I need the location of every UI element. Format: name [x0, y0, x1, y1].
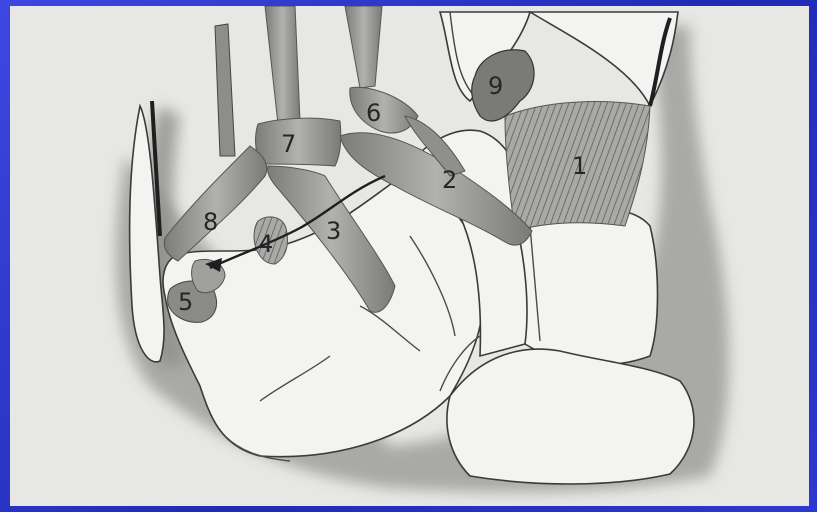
label-4: 4	[258, 230, 273, 258]
tendon-strap-right	[345, 6, 382, 88]
navicular-bone	[515, 209, 658, 365]
tendon-strap-left	[265, 6, 300, 124]
label-5: 5	[178, 288, 193, 316]
label-9: 9	[488, 72, 503, 100]
ligament-8	[164, 146, 267, 261]
label-8: 8	[203, 208, 218, 236]
bones	[130, 12, 694, 484]
tendon-thin-left	[215, 24, 235, 156]
ligament-6	[350, 87, 418, 133]
label-2: 2	[442, 166, 457, 194]
ankle-ligament-illustration: 1 2 3 4 5 6 7 8 9	[10, 6, 809, 506]
label-1: 1	[572, 152, 587, 180]
ligament-7	[256, 118, 341, 166]
tibia-bone	[530, 12, 678, 106]
label-3: 3	[326, 217, 341, 245]
label-6: 6	[366, 99, 381, 127]
label-7: 7	[281, 130, 296, 158]
